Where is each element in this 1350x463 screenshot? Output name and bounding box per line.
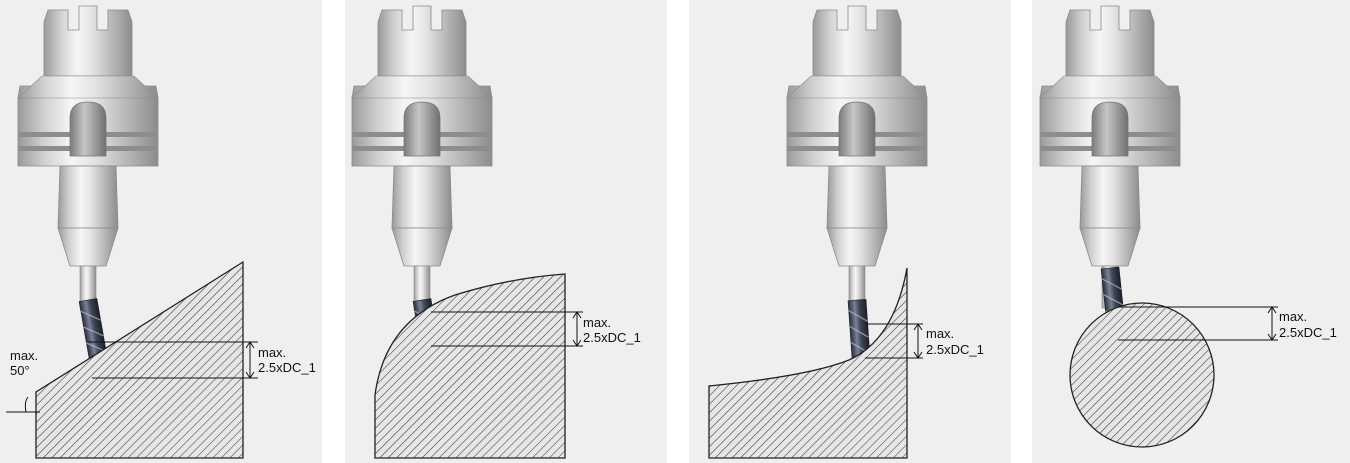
diagram-panel-convex: max. 2.5xDC_1	[345, 0, 667, 463]
dimension-arrowheads	[1267, 306, 1277, 341]
depth-max-label: max.	[926, 326, 954, 341]
diagram-panel-round: max. 2.5xDC_1	[1032, 0, 1350, 463]
depth-value-label: 2.5xDC_1	[583, 330, 641, 345]
dimension-arrowheads	[913, 323, 923, 359]
diagram-panel-2-svg: max. 2.5xDC_1	[351, 5, 641, 459]
depth-value-label: 2.5xDC_1	[1279, 325, 1337, 340]
diagram-panel-concave: max. 2.5xDC_1	[689, 0, 1011, 463]
workpiece-hatched	[374, 273, 566, 459]
depth-max-label: max.	[258, 345, 286, 360]
depth-max-label: max.	[1279, 309, 1307, 324]
diagram-panel-ramping: max. 2.5xDC_1 max. 50°	[0, 0, 322, 463]
workpiece-hatched	[708, 267, 908, 459]
dimension-arrowheads	[572, 311, 582, 347]
diagram-panel-3-svg: max. 2.5xDC_1	[708, 5, 984, 459]
spindle-holder	[351, 5, 493, 309]
spindle-holder	[1039, 5, 1181, 309]
workpiece-hatched	[1069, 302, 1215, 448]
angle-arc	[24, 396, 29, 413]
spindle-holder	[786, 5, 928, 309]
depth-value-label: 2.5xDC_1	[258, 360, 316, 375]
angle-value-label: 50°	[10, 363, 30, 378]
depth-max-label: max.	[583, 315, 611, 330]
angle-max-label: max.	[10, 348, 38, 363]
spindle-holder	[17, 5, 159, 309]
dimension-arrowheads	[245, 341, 255, 379]
workpiece-hatched	[35, 260, 244, 459]
diagram-panel-4-svg: max. 2.5xDC_1	[1039, 5, 1337, 448]
depth-value-label: 2.5xDC_1	[926, 342, 984, 357]
diagram-panel-1-svg: max. 2.5xDC_1 max. 50°	[6, 5, 316, 459]
